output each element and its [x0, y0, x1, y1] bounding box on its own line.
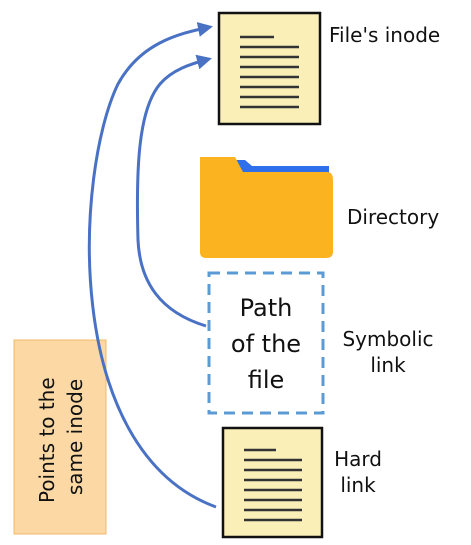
- symlink-box-text: Path of the file: [212, 290, 320, 398]
- symlink-box-line-3: file: [247, 366, 285, 394]
- note-line-1: Points to the: [35, 377, 59, 503]
- note-box: [13, 339, 107, 535]
- symlink-arrow: [135, 54, 212, 328]
- folder-icon: [200, 157, 333, 258]
- hardlink-document-icon: [221, 426, 324, 539]
- symlink-label: Symbolic link: [330, 326, 446, 378]
- directory-label: Directory: [347, 205, 440, 229]
- hardlink-label-line-2: link: [340, 473, 376, 497]
- symlink-box-line-2: of the: [230, 330, 302, 358]
- note-text: Points to the same inode: [35, 371, 87, 503]
- symlink-path-box: [207, 271, 325, 415]
- hardlink-arrow: [87, 22, 217, 509]
- symlink-label-line-2: link: [370, 353, 406, 377]
- hardlink-label-line-1: Hard: [334, 447, 382, 471]
- hardlink-label: Hard link: [328, 446, 388, 498]
- inode-document-icon: [217, 11, 322, 126]
- symlink-label-line-1: Symbolic: [342, 327, 434, 351]
- symlink-box-line-1: Path: [239, 294, 293, 322]
- note-line-2: same inode: [63, 379, 87, 495]
- inode-label: File's inode: [329, 23, 441, 47]
